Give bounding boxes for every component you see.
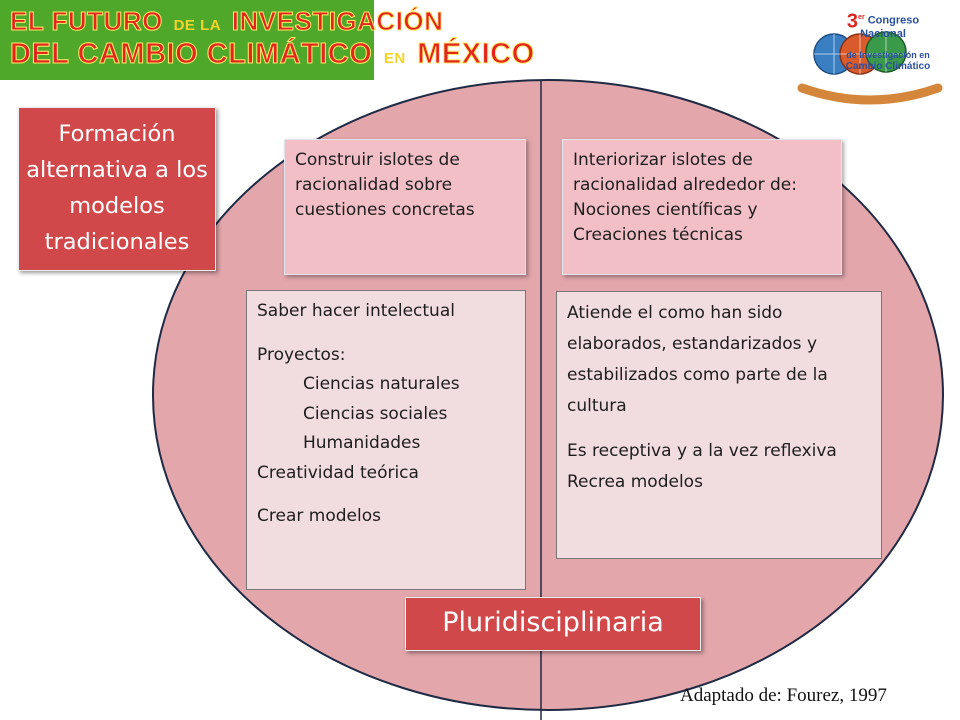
banner-word: CAMBIO CLIMÁTICO	[77, 38, 373, 71]
panel-item: Ciencias naturales	[303, 374, 460, 394]
congress-line-3: Cambio Climático	[845, 61, 931, 72]
banner-word-small: DE LA	[173, 17, 222, 34]
spacer	[257, 327, 515, 341]
banner-word: EL	[10, 6, 44, 37]
panel-line: Proyectos:	[257, 344, 346, 365]
spacer	[567, 422, 871, 436]
panel-line: Creatividad teórica	[257, 462, 419, 483]
banner-line-2: DEL CAMBIO CLIMÁTICO EN MÉXICO	[10, 38, 535, 71]
congress-subtitle: de Investigación en Cambio Climático	[836, 50, 940, 72]
congress-title: 3er Congreso Nacional	[826, 12, 940, 40]
panel-item: Humanidades	[303, 433, 421, 453]
banner-word: INVESTIGACIÓN	[231, 6, 444, 37]
congress-line-2: de Investigación en	[846, 50, 930, 60]
event-banner-logo: EL FUTURO DE LA INVESTIGACIÓN DEL CAMBIO…	[0, 0, 535, 80]
atiende-panel: Atiende el como han sido elaborados, est…	[556, 291, 882, 559]
globe-icon	[797, 31, 943, 105]
banner-word: MÉXICO	[417, 38, 535, 71]
banner-line-1: EL FUTURO DE LA INVESTIGACIÓN	[10, 6, 444, 37]
interiorizar-islotes-text: Interiorizar islotes de racionalidad alr…	[573, 150, 797, 245]
banner-word-small: EN	[383, 50, 406, 67]
pluridisciplinaria-label: Pluridisciplinaria	[405, 597, 701, 651]
congress-number: 3	[846, 10, 859, 33]
construir-islotes-text: Construir islotes de racionalidad sobre …	[295, 150, 475, 220]
panel-paragraph: Atiende el como han sido elaborados, est…	[567, 303, 828, 416]
banner-word: FUTURO	[51, 6, 163, 37]
congress-line-1: Congreso Nacional	[860, 14, 920, 40]
banner-word: DEL	[10, 38, 69, 71]
panel-line: Crear modelos	[257, 506, 381, 526]
congress-superscript: er	[858, 14, 865, 21]
pluridisciplinaria-text: Pluridisciplinaria	[442, 607, 664, 638]
saber-hacer-panel: Saber hacer intelectual Proyectos: Cienc…	[246, 290, 526, 590]
panel-paragraph: Recrea modelos	[567, 472, 703, 492]
construir-islotes-box: Construir islotes de racionalidad sobre …	[284, 139, 526, 275]
formacion-alternativa-label: Formación alternativa a los modelos trad…	[18, 107, 216, 271]
formacion-alternativa-text: Formación alternativa a los modelos trad…	[26, 121, 208, 255]
panel-paragraph: Es receptiva y a la vez reflexiva	[567, 441, 837, 461]
interiorizar-islotes-box: Interiorizar islotes de racionalidad alr…	[562, 139, 842, 275]
panel-item: Ciencias sociales	[303, 403, 448, 424]
congress-logo: 3er Congreso Nacional de Investigación e…	[796, 8, 944, 106]
spacer	[257, 488, 515, 502]
panel-line: Saber hacer intelectual	[257, 301, 455, 321]
source-credit: Adaptado de: Fourez, 1997	[680, 685, 887, 706]
